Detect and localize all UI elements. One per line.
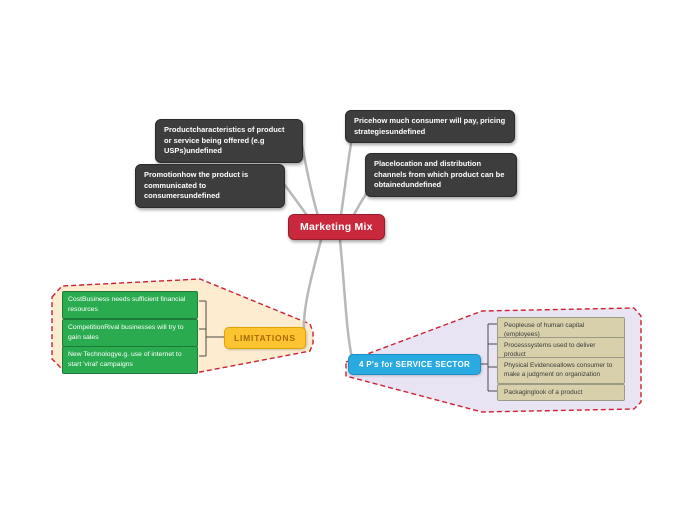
node-service-packaging[interactable]: Packaginglook of a product: [497, 384, 625, 402]
node-limitation-new-technology[interactable]: New Technologye.g. use of internet to st…: [62, 346, 198, 374]
limitations-child-links: [199, 300, 224, 357]
node-service-physical-evidence[interactable]: Physical Evidenceallows consumer to make…: [497, 357, 625, 384]
node-price[interactable]: Pricehow much consumer will pay, pricing…: [345, 110, 515, 143]
node-place[interactable]: Placelocation and distribution channels …: [365, 153, 517, 197]
node-marketing-mix[interactable]: Marketing Mix: [288, 214, 385, 240]
node-product[interactable]: Productcharacteristics of product or ser…: [155, 119, 303, 163]
node-limitation-cost[interactable]: CostBusiness needs sufficient financial …: [62, 291, 198, 319]
node-limitation-competition[interactable]: CompetitionRival businesses will try to …: [62, 319, 198, 347]
node-service-sector[interactable]: 4 P's for SERVICE SECTOR: [348, 354, 482, 375]
node-limitations[interactable]: LIMITATIONS: [224, 327, 306, 349]
node-promotion[interactable]: Promotionhow the product is communicated…: [135, 164, 285, 208]
